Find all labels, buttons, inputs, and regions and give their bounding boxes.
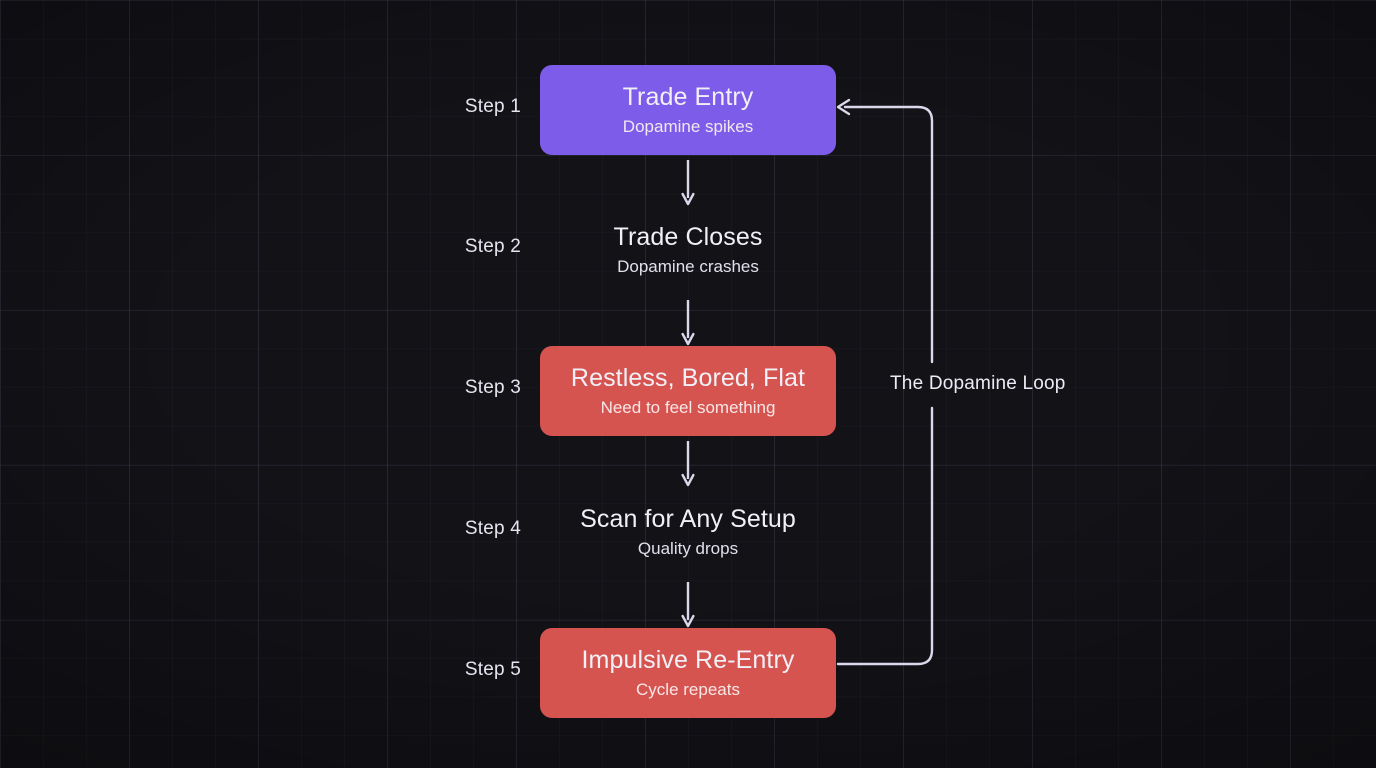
node-subtitle: Quality drops [637, 538, 739, 558]
node-subtitle: Dopamine spikes [622, 116, 754, 136]
step-label-3: Step 3 [464, 377, 521, 398]
node-subtitle: Need to feel something [600, 397, 776, 417]
connector-arrow-1 [681, 160, 695, 208]
step-label-4: Step 4 [464, 518, 521, 539]
node-subtitle: Cycle repeats [636, 679, 740, 699]
connector-arrow-3 [681, 441, 695, 489]
step-label-2: Step 2 [464, 236, 521, 257]
node-subtitle: Dopamine crashes [617, 256, 759, 276]
node-scan-for-any-setup[interactable]: Scan for Any Setup Quality drops [540, 487, 836, 577]
node-title: Trade Entry [622, 83, 754, 112]
node-restless-bored-flat[interactable]: Restless, Bored, Flat Need to feel somet… [540, 346, 836, 436]
node-title: Impulsive Re-Entry [581, 646, 795, 675]
node-trade-entry[interactable]: Trade Entry Dopamine spikes [540, 65, 836, 155]
connector-arrow-2 [681, 300, 695, 348]
node-trade-closes[interactable]: Trade Closes Dopamine crashes [540, 205, 836, 295]
node-impulsive-re-entry[interactable]: Impulsive Re-Entry Cycle repeats [540, 628, 836, 718]
node-title: Restless, Bored, Flat [570, 364, 806, 393]
node-title: Trade Closes [613, 223, 763, 252]
connector-arrow-4 [681, 582, 695, 630]
step-label-1: Step 1 [464, 96, 521, 117]
loop-label: The Dopamine Loop [890, 373, 1066, 394]
node-title: Scan for Any Setup [580, 505, 796, 534]
step-label-5: Step 5 [464, 659, 521, 680]
